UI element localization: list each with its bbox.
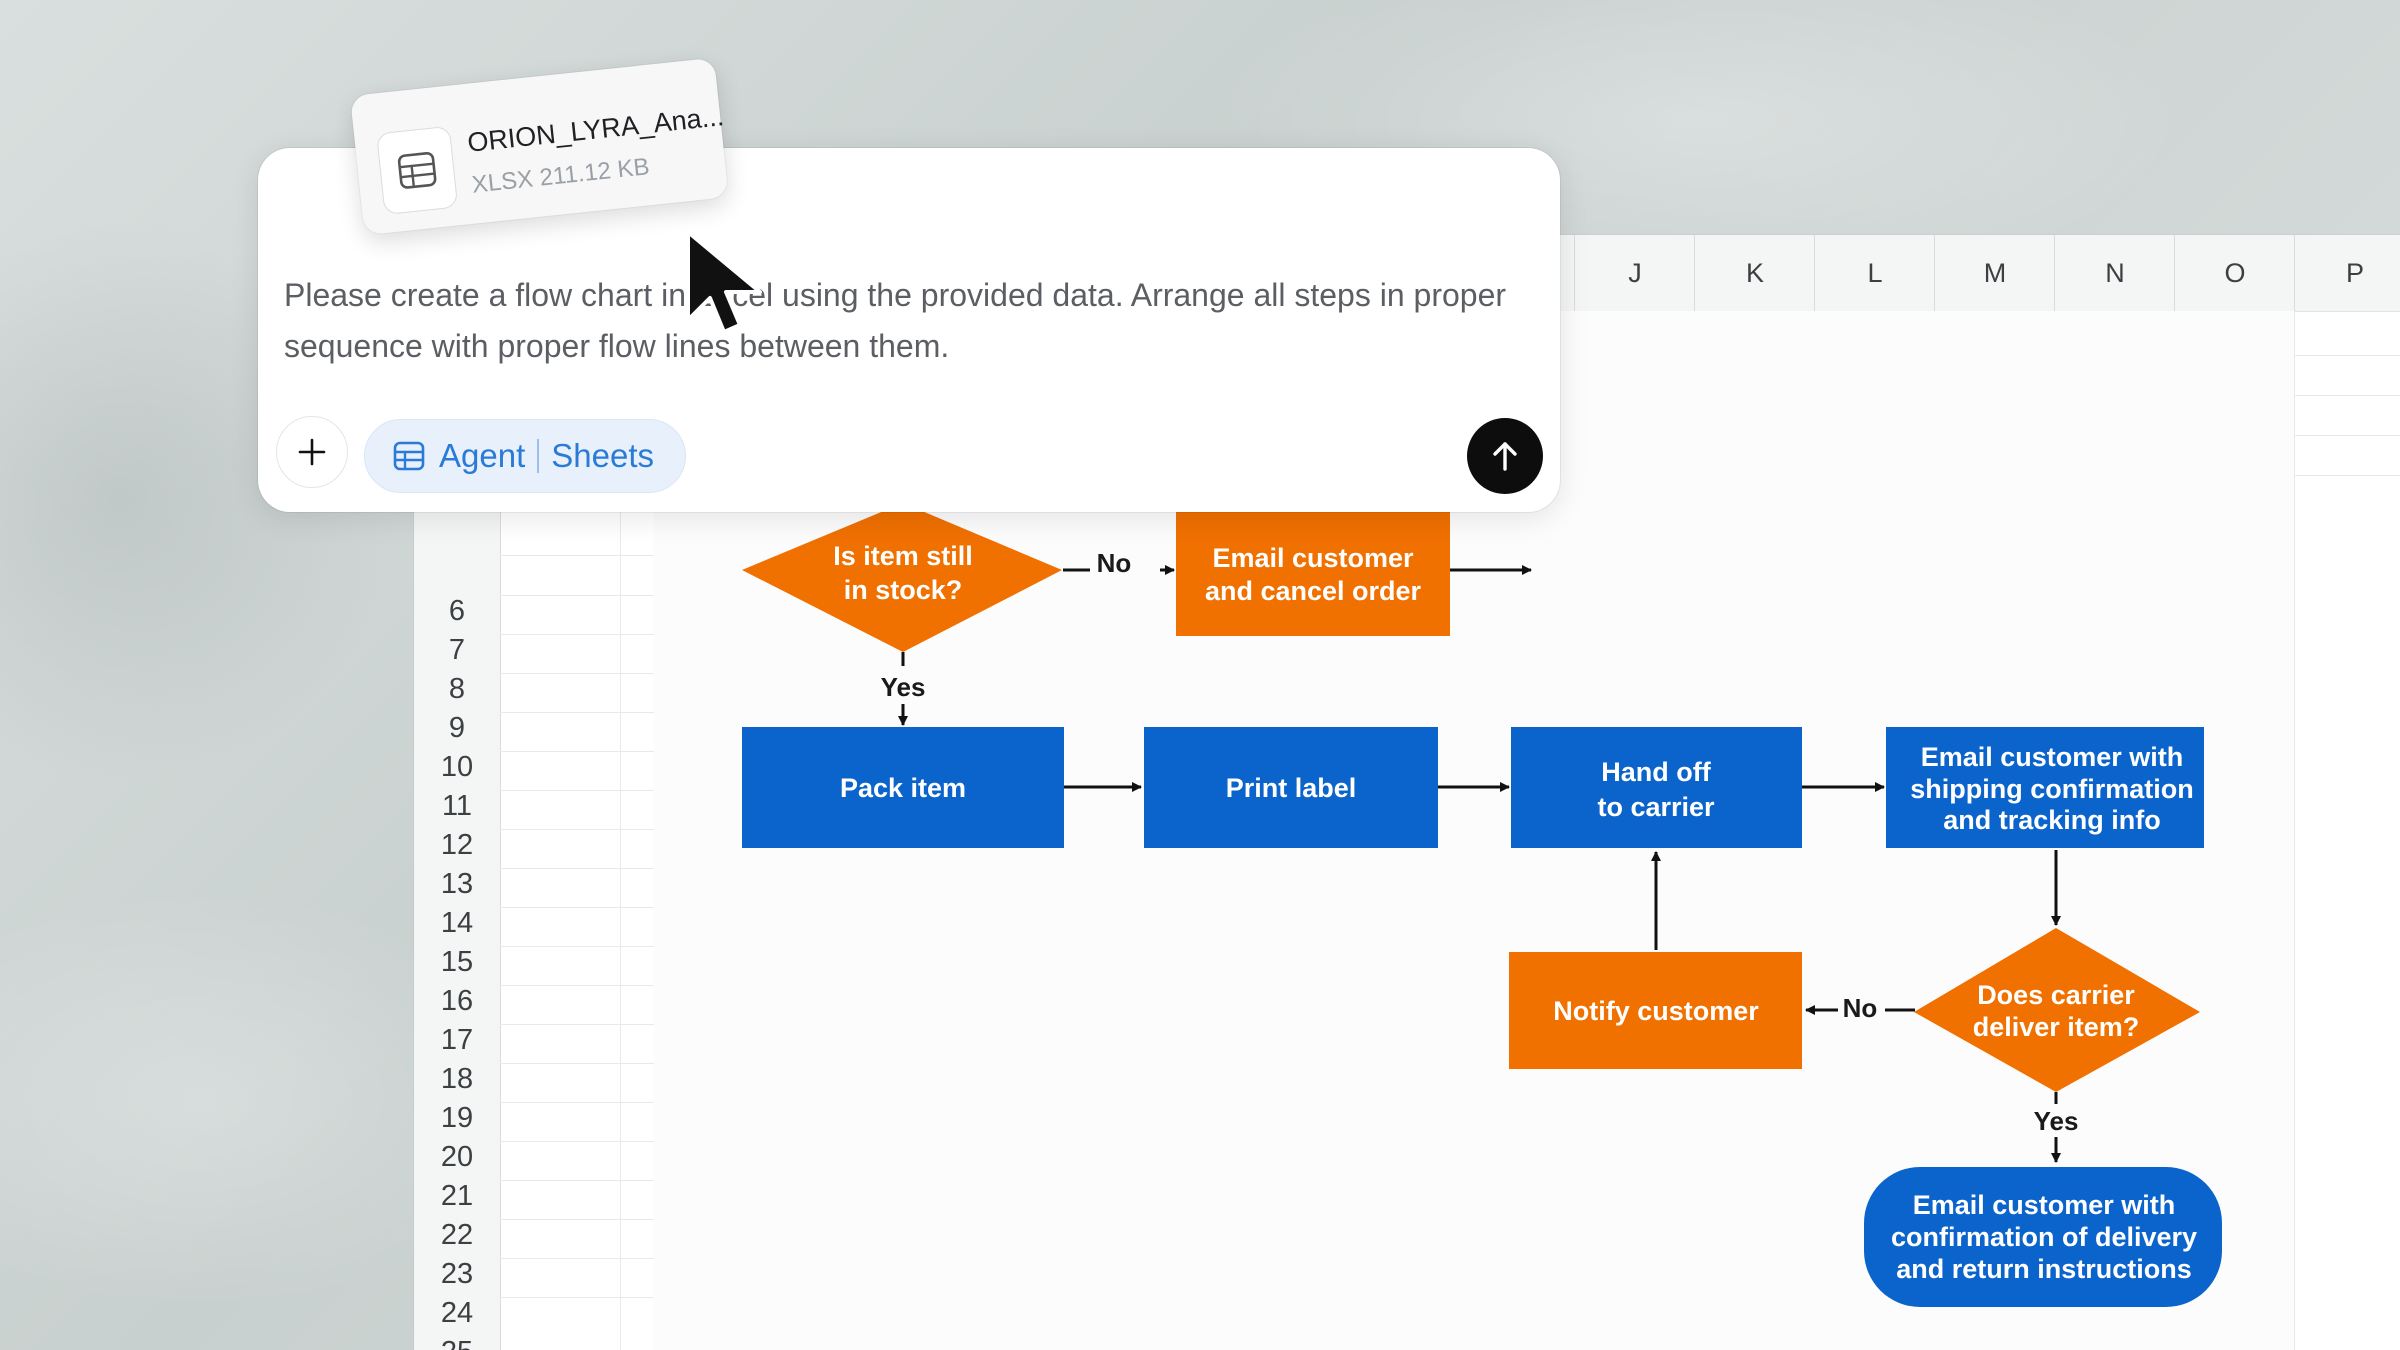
node-label: and cancel order bbox=[1205, 576, 1422, 606]
column-header-n[interactable]: N bbox=[2054, 235, 2175, 311]
grid-line bbox=[2294, 355, 2400, 356]
row-header[interactable]: 22 bbox=[440, 1219, 474, 1251]
column-header-l[interactable]: L bbox=[1814, 235, 1935, 311]
node-label: Is item still bbox=[833, 541, 973, 571]
grid-line bbox=[620, 311, 621, 1350]
column-header-o[interactable]: O bbox=[2174, 235, 2295, 311]
process-hand-off[interactable] bbox=[1511, 727, 1802, 848]
node-label: Print label bbox=[1226, 773, 1357, 803]
arrow-up-icon bbox=[1493, 442, 1517, 471]
agent-sheets-chip[interactable]: Agent Sheets bbox=[364, 419, 686, 493]
process-notify-customer[interactable] bbox=[1509, 952, 1802, 1069]
row-header[interactable]: 25 bbox=[414, 1336, 500, 1350]
row-header[interactable]: 6 bbox=[448, 595, 466, 627]
node-label: Hand off bbox=[1601, 757, 1711, 787]
decision-carrier-deliver[interactable] bbox=[1914, 928, 2200, 1092]
attached-file-chip[interactable]: ORION_LYRA_Ana... XLSX 211.12 KB bbox=[350, 57, 729, 236]
spreadsheet-icon bbox=[376, 125, 459, 216]
node-label: Notify customer bbox=[1553, 996, 1759, 1026]
edge-label-yes: Yes bbox=[2034, 1106, 2079, 1136]
sheets-label: Sheets bbox=[551, 437, 654, 474]
column-header-j[interactable]: J bbox=[1574, 235, 1695, 311]
node-label: Does carrier bbox=[1977, 980, 2135, 1010]
row-header[interactable]: 20 bbox=[440, 1141, 474, 1173]
send-button[interactable] bbox=[1467, 418, 1543, 494]
prompt-input[interactable]: Please create a flow chart in Excel usin… bbox=[284, 277, 1507, 364]
row-header[interactable]: 24 bbox=[440, 1297, 474, 1329]
node-label: Email customer bbox=[1212, 543, 1414, 573]
node-label: shipping confirmation bbox=[1910, 774, 2194, 804]
node-label: Email customer with bbox=[1913, 1190, 2176, 1220]
row-header[interactable]: 10 bbox=[440, 751, 474, 783]
column-header-p[interactable]: P bbox=[2294, 235, 2400, 311]
grid-line bbox=[2294, 311, 2295, 1350]
column-header-m[interactable]: M bbox=[1934, 235, 2055, 311]
row-header[interactable]: 16 bbox=[440, 985, 474, 1017]
file-name: ORION_LYRA_Ana... bbox=[465, 101, 726, 158]
mouse-cursor-icon bbox=[686, 230, 762, 334]
grid-line bbox=[2294, 395, 2400, 396]
process-pack-item[interactable] bbox=[742, 727, 1064, 848]
row-header[interactable]: 23 bbox=[440, 1258, 474, 1290]
process-email-cancel[interactable] bbox=[1176, 510, 1450, 636]
chip-divider bbox=[537, 439, 540, 473]
node-label: and tracking info bbox=[1943, 805, 2161, 835]
node-label: deliver item? bbox=[1973, 1012, 2140, 1042]
edge-label-yes: Yes bbox=[881, 672, 926, 702]
node-label: confirmation of delivery bbox=[1891, 1222, 2197, 1252]
row-header[interactable]: 7 bbox=[448, 634, 466, 666]
grid-line bbox=[2294, 475, 2400, 476]
connectors bbox=[898, 565, 2061, 1163]
edge-label-no: No bbox=[1843, 993, 1878, 1023]
process-email-shipping[interactable] bbox=[1886, 727, 2204, 848]
node-label: in stock? bbox=[844, 575, 963, 605]
process-print-label[interactable] bbox=[1144, 727, 1438, 848]
row-header[interactable]: 14 bbox=[440, 907, 474, 939]
row-header[interactable]: 18 bbox=[440, 1063, 474, 1095]
edge-label-no: No bbox=[1097, 548, 1132, 578]
svg-text:in stock?: in stock? bbox=[844, 575, 963, 605]
row-header[interactable]: 19 bbox=[440, 1102, 474, 1134]
column-header-k[interactable]: K bbox=[1694, 235, 1815, 311]
row-header[interactable]: 15 bbox=[440, 946, 474, 978]
file-meta: XLSX 211.12 KB bbox=[470, 153, 651, 199]
row-header[interactable]: 8 bbox=[448, 673, 466, 705]
row-header[interactable]: 12 bbox=[440, 829, 474, 861]
terminal-email-delivery[interactable] bbox=[1864, 1167, 2222, 1307]
node-label: Email customer with bbox=[1921, 742, 2184, 772]
row-header[interactable]: 21 bbox=[440, 1180, 474, 1212]
row-header[interactable]: 11 bbox=[441, 790, 473, 822]
decision-in-stock[interactable] bbox=[742, 503, 1062, 652]
node-label: to carrier bbox=[1597, 792, 1715, 822]
node-label: Pack item bbox=[840, 773, 966, 803]
add-button[interactable] bbox=[276, 416, 348, 488]
agent-label: Agent bbox=[439, 437, 526, 474]
table-icon bbox=[393, 441, 425, 471]
row-header[interactable]: 17 bbox=[440, 1024, 474, 1056]
svg-text:Is item still: Is item still bbox=[833, 541, 973, 571]
row-header[interactable]: 13 bbox=[440, 868, 474, 900]
plus-icon bbox=[298, 438, 326, 466]
node-label: and return instructions bbox=[1896, 1254, 2192, 1284]
row-header[interactable]: 9 bbox=[448, 712, 466, 744]
grid-line bbox=[2294, 435, 2400, 436]
